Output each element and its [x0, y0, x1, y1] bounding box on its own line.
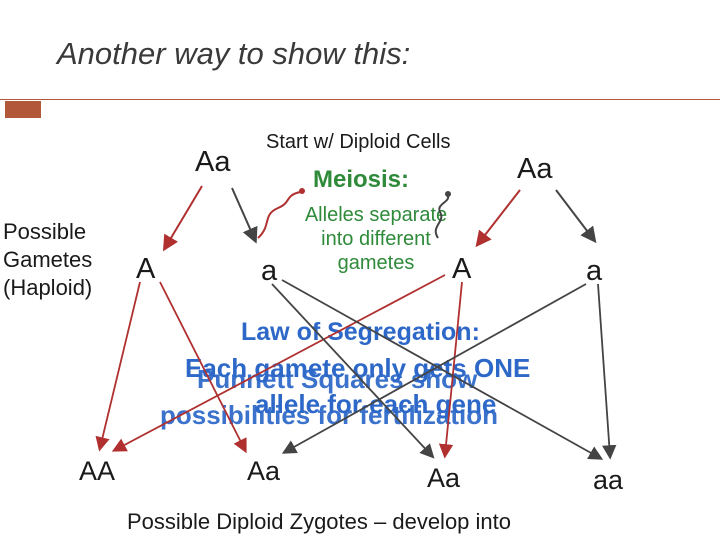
separation-note-line1: Alleles separate — [304, 204, 448, 226]
arrow-parent-right-to-gamete-3 — [475, 189, 521, 248]
arrow-g2-to-z3 — [271, 283, 435, 459]
arrow-g1-to-z1 — [95, 281, 141, 452]
law-title: Law of Segregation: — [241, 318, 480, 346]
law-text-line1: Each gamete only gets ONE — [185, 353, 531, 383]
gamete-3: A — [452, 253, 472, 285]
zygote-3: Aa — [427, 463, 461, 493]
zygote-1: AA — [79, 456, 116, 486]
meiosis-label: Meiosis: — [313, 166, 410, 193]
separation-note-line2: into different — [321, 228, 431, 250]
zygote-2: Aa — [247, 456, 281, 486]
squiggle-left — [257, 191, 301, 239]
parent-left: Aa — [195, 146, 231, 178]
law-text-line2: allele for each gene — [255, 389, 497, 419]
squiggle-right — [434, 195, 450, 239]
zygote-4: aa — [593, 465, 624, 495]
arrow-g3-to-z3 — [438, 281, 463, 459]
parent-right: Aa — [517, 153, 553, 185]
side-label-line1: Possible — [3, 219, 87, 244]
arrow-parent-left-to-gamete-1 — [162, 185, 203, 252]
arrow-parent-left-to-gamete-2 — [231, 187, 258, 244]
arrow-g2-to-z4 — [281, 279, 604, 460]
gamete-1: A — [136, 253, 156, 285]
arrow-parent-right-to-gamete-4 — [555, 189, 597, 244]
arrow-g4-to-z4 — [597, 283, 617, 460]
header-note: Start w/ Diploid Cells — [266, 131, 451, 153]
squiggle-left-head — [299, 188, 305, 194]
gamete-2: a — [261, 255, 278, 287]
separation-note: Alleles separate into different gametes — [276, 203, 476, 275]
side-label-line3: (Haploid) — [3, 275, 93, 300]
punnett-text-line2: possibilities for fertilization — [160, 400, 499, 430]
footer-text: Possible Diploid Zygotes – develop into — [127, 509, 512, 534]
title-divider — [0, 99, 720, 100]
accent-box — [5, 101, 41, 118]
arrow-g3-to-z1 — [111, 274, 446, 452]
squiggle-right-head — [445, 191, 451, 197]
separation-note-line3: gametes — [337, 252, 415, 274]
arrow-g1-to-z2 — [159, 281, 247, 454]
side-label: Possible Gametes (Haploid) — [3, 218, 92, 302]
gamete-4: a — [586, 255, 603, 287]
side-label-line2: Gametes — [3, 247, 93, 272]
slide-title: Another way to show this: — [57, 36, 411, 71]
punnett-text-line1: Punnett Squares show — [197, 364, 478, 394]
arrow-g4-to-z2 — [281, 283, 587, 454]
